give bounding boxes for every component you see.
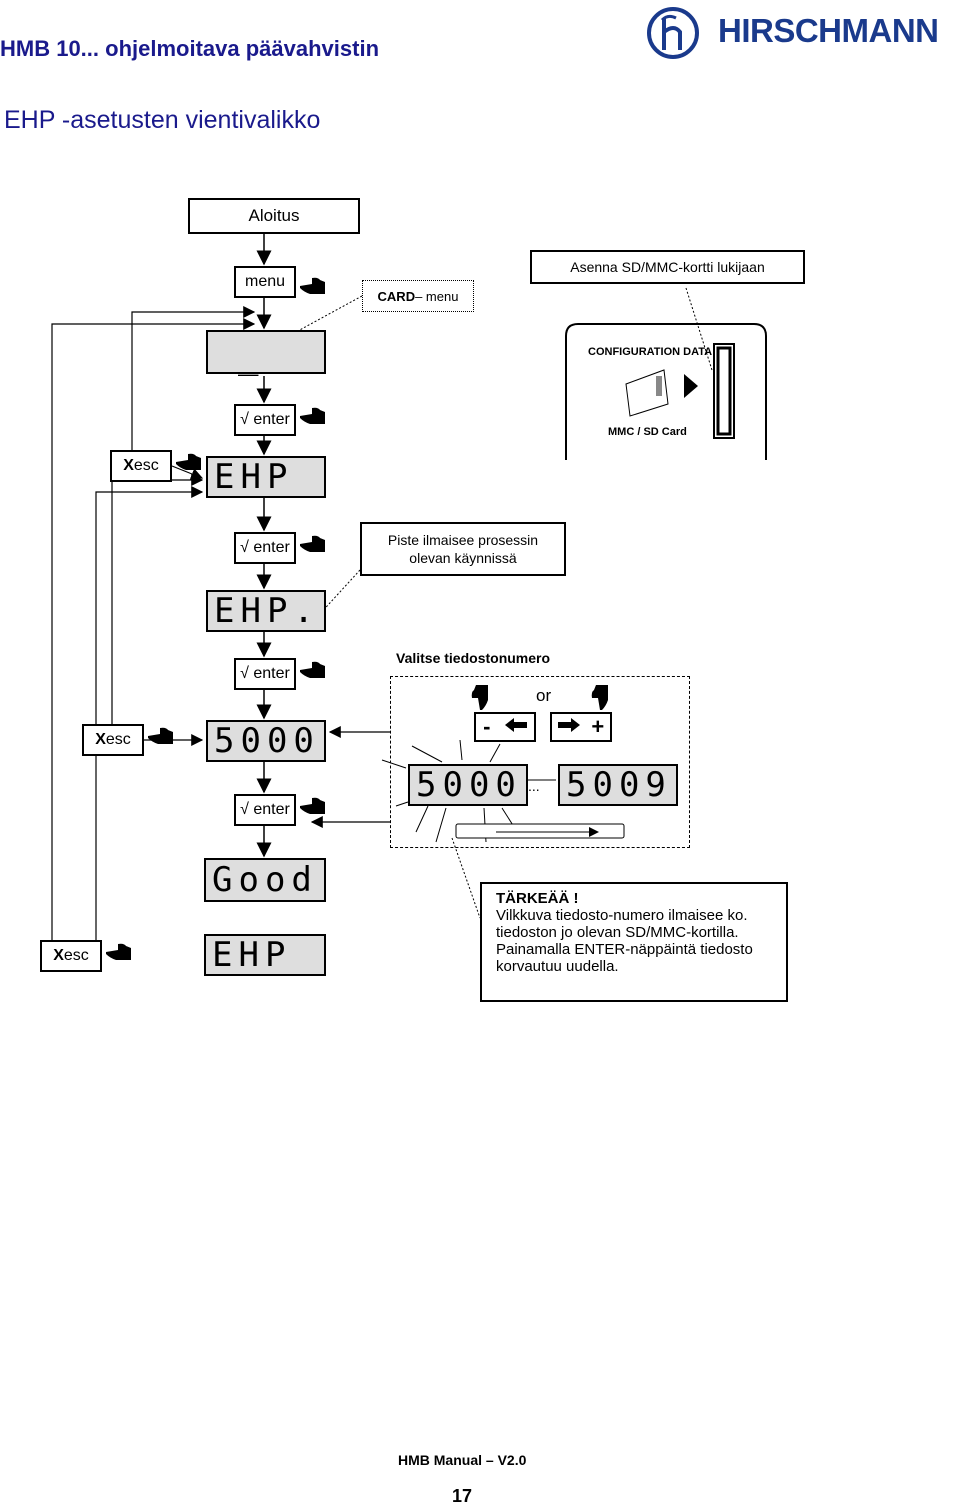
- process-dot-note: Piste ilmaisee prosessin olevan käynniss…: [360, 522, 566, 576]
- esc-label: esc: [105, 731, 131, 748]
- esc-label: esc: [133, 457, 159, 474]
- lcd-ehp-dot-text: EHP.: [214, 591, 320, 631]
- esc-button-1[interactable]: X esc: [110, 450, 172, 482]
- page-number: 17: [452, 1486, 473, 1506]
- pointing-hand-icon: [146, 726, 174, 751]
- enter-button-4[interactable]: √ enter: [234, 794, 296, 826]
- document-title: HMB 10... ohjelmoitava päävahvistin: [0, 36, 380, 61]
- important-line1: Vilkkuva tiedosto-numero ilmaisee ko.: [496, 907, 748, 924]
- important-line4: korvautuu uudella.: [496, 958, 619, 975]
- card-label: CARD: [377, 288, 416, 304]
- pointing-hand-icon: [298, 796, 326, 821]
- lcd-file-text: 5000: [214, 721, 320, 761]
- lcd-ehp-text: EHP: [214, 457, 294, 497]
- pointing-hand-icon: [470, 684, 490, 715]
- manual-footer: HMB Manual – V2.0: [398, 1452, 527, 1468]
- section-title: EHP -asetusten vientivalikko: [4, 106, 321, 134]
- plus-label: +: [591, 714, 605, 739]
- card-menu-box: CARD – menu: [362, 280, 474, 312]
- pointing-hand-icon: [104, 942, 132, 967]
- config-data-label: CONFIGURATION DATA: [588, 346, 713, 358]
- file-selection-region: [390, 676, 690, 848]
- lcd-file-end-display: 5009: [558, 764, 678, 806]
- hirschmann-logo-icon: [646, 6, 700, 60]
- enter-button-3[interactable]: √ enter: [234, 658, 296, 690]
- minus-button[interactable]: -: [474, 712, 536, 742]
- lcd-good-display: Good: [204, 858, 326, 902]
- lcd-cursor: _: [238, 337, 265, 377]
- important-note: TÄRKEÄÄ ! Vilkkuva tiedosto-numero ilmai…: [480, 882, 788, 1002]
- start-box: Aloitus: [188, 198, 360, 234]
- card-menu-rest: – menu: [415, 288, 459, 304]
- card-slot-label: MMC / SD Card: [608, 426, 687, 438]
- lcd-ehp-final-display: EHP: [204, 934, 326, 976]
- lcd-good-text: Good: [212, 860, 318, 900]
- card-reader-panel: CONFIGURATION DATA MMC / SD Card: [564, 322, 768, 460]
- pointing-hand-icon: [298, 276, 326, 301]
- esc-button-3[interactable]: X esc: [40, 940, 102, 972]
- important-line2: tiedoston jo olevan SD/MMC-kortilla.: [496, 924, 739, 941]
- esc-label: esc: [63, 947, 89, 964]
- arrow-right-icon: [557, 717, 580, 738]
- lcd-ehp-display: EHP: [206, 456, 326, 498]
- select-file-title: Valitse tiedostonumero: [396, 650, 551, 666]
- range-ellipsis: ...: [528, 778, 540, 794]
- pointing-hand-icon: [174, 452, 202, 477]
- enter-button-2[interactable]: √ enter: [234, 532, 296, 564]
- lcd-ehp-dot-display: EHP.: [206, 590, 326, 632]
- pointing-hand-icon: [298, 534, 326, 559]
- esc-button-2[interactable]: X esc: [82, 724, 144, 756]
- brand-name: HIRSCHMANN: [718, 12, 939, 49]
- menu-button[interactable]: menu: [234, 266, 296, 298]
- lcd-ehp-final-text: EHP: [212, 935, 292, 975]
- pointing-hand-icon: [590, 684, 610, 715]
- esc-x: X: [53, 947, 64, 964]
- esc-x: X: [95, 731, 106, 748]
- dot-note-line1: Piste ilmaisee prosessin: [387, 532, 539, 548]
- important-line3: Painamalla ENTER-näppäintä tiedosto: [496, 941, 753, 958]
- pointing-hand-icon: [298, 406, 326, 431]
- lcd-file-start-display: 5000: [408, 764, 528, 806]
- important-title: TÄRKEÄÄ !: [496, 890, 579, 907]
- esc-x: X: [123, 457, 134, 474]
- arrow-left-icon: [504, 717, 527, 738]
- insert-card-note: Asenna SD/MMC-kortti lukijaan: [530, 250, 805, 284]
- lcd-file-start-text: 5000: [416, 765, 522, 805]
- minus-label: -: [483, 714, 491, 739]
- dot-note-line2: olevan käynnissä: [409, 550, 517, 566]
- lcd-file-display: 5000: [206, 720, 326, 762]
- enter-button-1[interactable]: √ enter: [234, 404, 296, 436]
- plus-button[interactable]: +: [550, 712, 612, 742]
- lcd-cursor-display: _: [206, 330, 326, 377]
- or-label: or: [536, 686, 552, 705]
- lcd-file-end-text: 5009: [566, 765, 672, 805]
- pointing-hand-icon: [298, 660, 326, 685]
